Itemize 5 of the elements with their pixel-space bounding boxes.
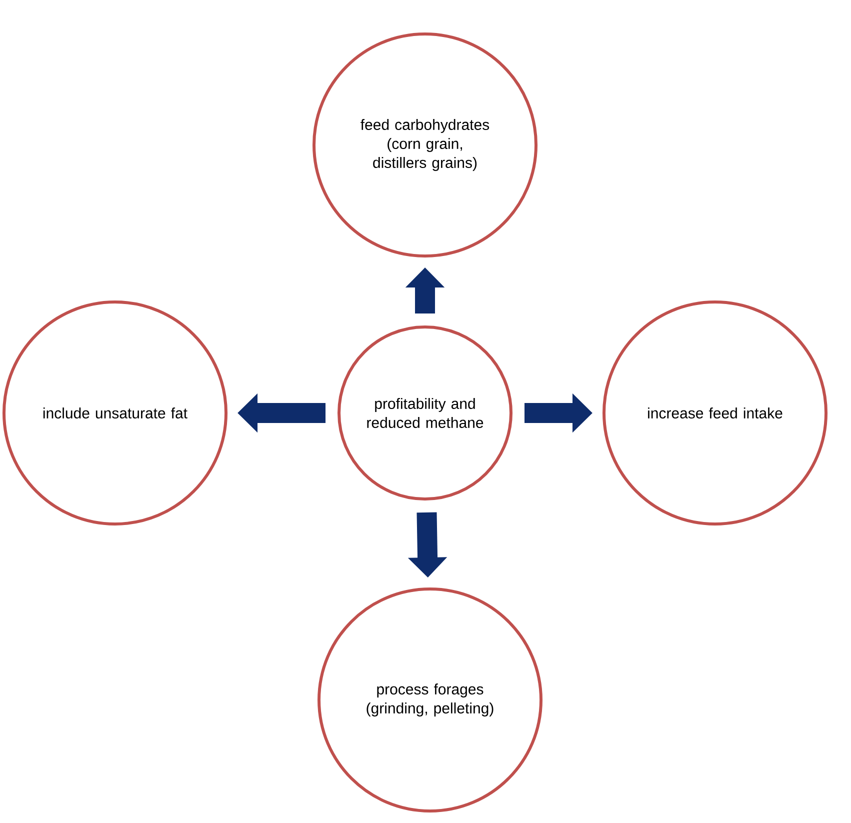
- circle-node: increase feed intake: [602, 300, 828, 526]
- circle-node: feed carbohydrates (corn grain, distillers grains): [312, 32, 538, 258]
- circle-node: process forages (grinding, pelleting): [318, 588, 542, 812]
- circle-node: profitability and reduced methane: [338, 326, 512, 500]
- circle-node: include unsaturate fat: [2, 300, 228, 526]
